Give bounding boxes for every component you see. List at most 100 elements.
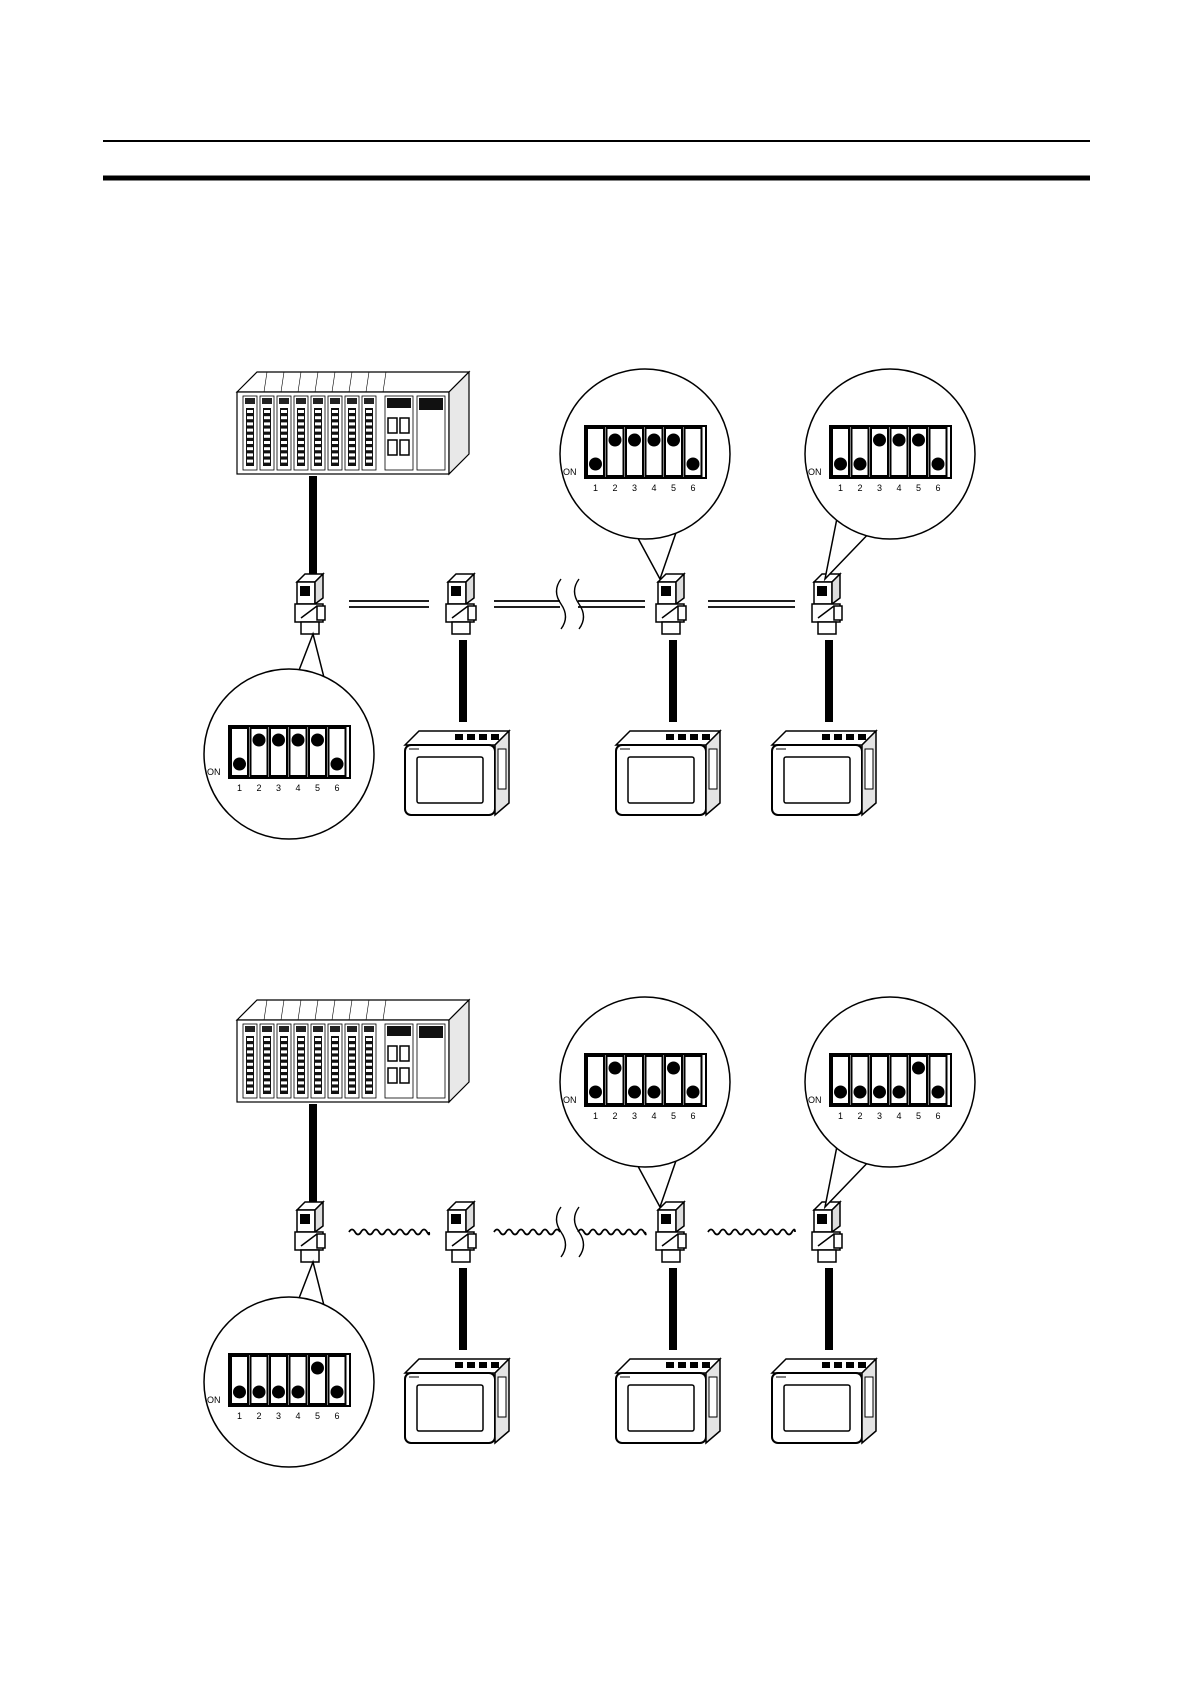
plc-terminal xyxy=(366,429,372,432)
dip-on-label: ON xyxy=(563,467,577,477)
terminal-cable xyxy=(825,1268,833,1350)
operator-terminal xyxy=(405,1359,509,1443)
terminal-top-connector xyxy=(858,734,866,740)
dip-lever-off xyxy=(609,434,622,447)
plc-terminal xyxy=(349,410,355,413)
dip-number: 4 xyxy=(295,1411,300,1421)
dip-number: 5 xyxy=(315,783,320,793)
dip-number: 6 xyxy=(334,783,339,793)
adapter-dip-window xyxy=(661,586,671,596)
plc-terminal xyxy=(315,422,321,425)
plc-terminal xyxy=(366,460,372,463)
callout-tail xyxy=(638,1161,676,1207)
terminal-side-panel xyxy=(709,749,717,789)
callout-tail xyxy=(638,533,676,579)
plc-io-indicator xyxy=(262,1026,272,1032)
dip-number: 3 xyxy=(632,483,637,493)
plc-terminal xyxy=(264,1063,270,1066)
network-diagrams: ON123456ON123456ON123456ON123456ON123456… xyxy=(204,369,975,1467)
plc-terminal xyxy=(281,416,287,419)
plc-terminal xyxy=(349,1057,355,1060)
plc-terminal xyxy=(315,435,321,438)
dip-lever-off xyxy=(253,734,266,747)
plc-terminal xyxy=(247,422,253,425)
dip-lever-on xyxy=(854,458,867,471)
plc-terminal xyxy=(332,1075,338,1078)
plc-terminal xyxy=(264,1038,270,1041)
dip-lever-on xyxy=(233,758,246,771)
operator-terminal xyxy=(772,731,876,815)
dip-on-label: ON xyxy=(563,1095,577,1105)
plc-terminal xyxy=(281,460,287,463)
dip-number: 4 xyxy=(896,1111,901,1121)
terminal-top-connector xyxy=(678,734,686,740)
plc-terminal xyxy=(332,422,338,425)
plc-terminal xyxy=(315,1063,321,1066)
dip-lever-off xyxy=(893,434,906,447)
dip-lever-on xyxy=(932,458,945,471)
dip-number: 1 xyxy=(838,483,843,493)
plc-terminal xyxy=(332,441,338,444)
terminal-cable xyxy=(459,640,467,722)
plc-terminal xyxy=(264,429,270,432)
plc-terminal xyxy=(366,435,372,438)
cable-break-mark xyxy=(557,579,566,629)
plc-terminal xyxy=(315,1069,321,1072)
plc-terminal xyxy=(281,1038,287,1041)
adapter-screw-block xyxy=(834,606,842,620)
dip-lever-on xyxy=(589,458,602,471)
plc-io-indicator xyxy=(313,1026,323,1032)
dip-number: 5 xyxy=(916,1111,921,1121)
terminal-top-connector xyxy=(491,734,499,740)
plc-terminal xyxy=(281,1057,287,1060)
plc-terminal xyxy=(349,460,355,463)
terminal-screen xyxy=(417,757,483,803)
dip-number: 3 xyxy=(632,1111,637,1121)
terminal-cable xyxy=(459,1268,467,1350)
plc-terminal xyxy=(332,1044,338,1047)
dip-lever-off xyxy=(648,434,661,447)
dip-lever-off xyxy=(292,734,305,747)
plc-terminal xyxy=(349,447,355,450)
adapter-dip-window xyxy=(817,586,827,596)
adapter-connector xyxy=(662,622,680,634)
plc-terminal xyxy=(264,416,270,419)
plc-terminal xyxy=(247,447,253,450)
dip-lever-on xyxy=(932,1086,945,1099)
plc-terminal xyxy=(264,1081,270,1084)
dip-on-label: ON xyxy=(808,467,822,477)
plc-terminal xyxy=(281,1081,287,1084)
adapter-connector xyxy=(301,622,319,634)
plc-terminal xyxy=(247,1044,253,1047)
plc-terminal xyxy=(349,1081,355,1084)
plc-terminal xyxy=(298,453,304,456)
dip-lever-on xyxy=(687,1086,700,1099)
dip-number: 5 xyxy=(671,483,676,493)
plc-terminal xyxy=(332,1057,338,1060)
terminal-top-connector xyxy=(467,1362,475,1368)
plc-terminal xyxy=(349,1063,355,1066)
dip-lever-on xyxy=(893,1086,906,1099)
plc-terminal xyxy=(298,416,304,419)
plc-terminal xyxy=(298,422,304,425)
plc-io-indicator xyxy=(347,398,357,404)
dip-lever-off xyxy=(912,434,925,447)
dip-lever-on xyxy=(233,1386,246,1399)
dip-number: 5 xyxy=(671,1111,676,1121)
adapter-screw-block xyxy=(678,606,686,620)
twisted-pair-cable xyxy=(578,1230,646,1235)
plc-terminal xyxy=(281,429,287,432)
plc-terminal xyxy=(332,416,338,419)
cable-break-mark xyxy=(575,1207,584,1257)
plc-port xyxy=(388,1068,397,1083)
terminal-top-connector xyxy=(455,734,463,740)
plc-io-indicator xyxy=(245,398,255,404)
dip-lever-on xyxy=(834,1086,847,1099)
terminal-screen xyxy=(417,1385,483,1431)
terminal-top-connector xyxy=(690,734,698,740)
adapter-connector xyxy=(662,1250,680,1262)
dip-lever-off xyxy=(873,434,886,447)
plc-terminal xyxy=(264,453,270,456)
plc-cable xyxy=(309,476,317,582)
